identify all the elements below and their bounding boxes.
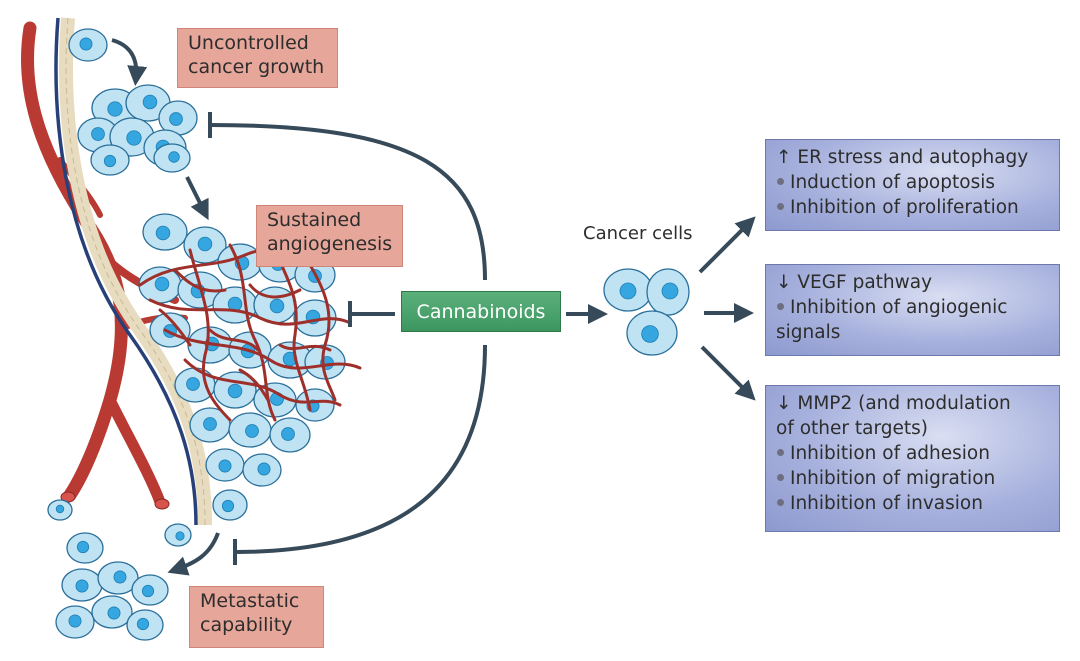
cell-nucleus: [154, 276, 170, 292]
effect-arrows: [566, 216, 756, 401]
cell-nucleus: [175, 531, 185, 541]
cell-nucleus: [186, 377, 200, 391]
bullet-dot: [777, 449, 784, 456]
cell-nucleus: [75, 579, 89, 593]
cell-nucleus: [142, 94, 158, 110]
cell-nucleus: [203, 417, 217, 431]
cell-nucleus: [269, 298, 285, 314]
cell-nucleus: [169, 112, 183, 126]
tissue-wall: [54, 17, 212, 526]
effect-box-mmp2: ↓ MMP2 (and modulation of other targets)…: [765, 385, 1060, 532]
label-uncontrolled-line2: cancer growth: [188, 56, 325, 78]
cell-nucleus: [107, 606, 121, 620]
effect-item-text: Induction of apoptosis: [790, 172, 995, 193]
cell-nucleus: [55, 504, 65, 514]
bullet-dot: [777, 303, 784, 310]
cell-nucleus: [619, 282, 637, 300]
effect-item: Inhibition of angiogenic: [776, 295, 1049, 320]
label-sustained-line1: Sustained: [267, 209, 362, 231]
cell-nucleus: [197, 236, 213, 252]
effect-box-vegf-heading: ↓ VEGF pathway: [776, 272, 933, 293]
effect-item: Inhibition of migration: [776, 466, 1049, 491]
cell-nucleus: [155, 225, 171, 241]
label-metastatic-line2: capability: [200, 614, 293, 636]
effect-item-text: Inhibition of adhesion: [790, 443, 990, 464]
effect-item: Inhibition of proliferation: [776, 195, 1049, 220]
process-arrows: [111, 38, 220, 576]
bullet-dot: [777, 499, 784, 506]
effect-item: Inhibition of invasion: [776, 491, 1049, 516]
inhibition-lines: [208, 112, 487, 565]
effect-box-mmp2-heading-line1: ↓ MMP2 (and modulation: [776, 393, 1011, 414]
effect-box-mmp2-heading-line2: of other targets): [776, 418, 928, 439]
cell-nucleus: [113, 570, 127, 584]
effect-item: Inhibition of adhesion: [776, 441, 1049, 466]
cell-nucleus: [245, 424, 259, 438]
label-uncontrolled-cancer-growth: Uncontrolled cancer growth: [177, 28, 338, 88]
effect-box-vegf: ↓ VEGF pathway Inhibition of angiogenic …: [765, 264, 1060, 356]
effect-item: Induction of apoptosis: [776, 170, 1049, 195]
effect-item-text: Inhibition of proliferation: [790, 197, 1019, 218]
cell-nucleus: [141, 584, 155, 598]
effect-item-text: Inhibition of angiogenic: [790, 297, 1008, 318]
cell-nucleus: [641, 325, 659, 343]
bullet-dot: [777, 178, 784, 185]
cell-nucleus: [168, 151, 180, 163]
bullet-dot: [777, 203, 784, 210]
cell-nucleus: [661, 282, 679, 300]
cell-nucleus: [103, 154, 117, 168]
label-sustained-angiogenesis: Sustained angiogenesis: [256, 205, 403, 267]
cell-nucleus: [68, 614, 82, 628]
effect-item-text: Inhibition of migration: [790, 468, 996, 489]
effect-item-text: Inhibition of invasion: [790, 493, 983, 514]
cell-nucleus: [91, 127, 105, 141]
cell-nucleus: [79, 37, 93, 51]
label-cannabinoids: Cannabinoids: [401, 291, 561, 332]
bullet-dot: [777, 474, 784, 481]
cell-nucleus: [257, 462, 271, 476]
cell-nucleus: [227, 383, 243, 399]
effect-item-continuation: signals: [776, 322, 841, 343]
cell-nucleus: [281, 427, 295, 441]
label-sustained-line2: angiogenesis: [267, 233, 393, 255]
label-metastatic-line1: Metastatic: [200, 590, 300, 612]
cell-nucleus: [218, 459, 232, 473]
effect-box-er-stress-heading: ↑ ER stress and autophagy: [776, 147, 1029, 168]
effect-box-er-stress: ↑ ER stress and autophagy Induction of a…: [765, 139, 1060, 231]
label-metastatic-capability: Metastatic capability: [189, 586, 324, 648]
label-uncontrolled-line1: Uncontrolled: [188, 32, 309, 54]
label-cancer-cells: Cancer cells: [583, 223, 693, 244]
cell-nucleus: [76, 540, 90, 554]
cell-nucleus: [126, 130, 142, 146]
cell-nucleus: [107, 101, 123, 117]
cell-nucleus: [136, 617, 150, 631]
cell-nucleus: [221, 499, 235, 513]
